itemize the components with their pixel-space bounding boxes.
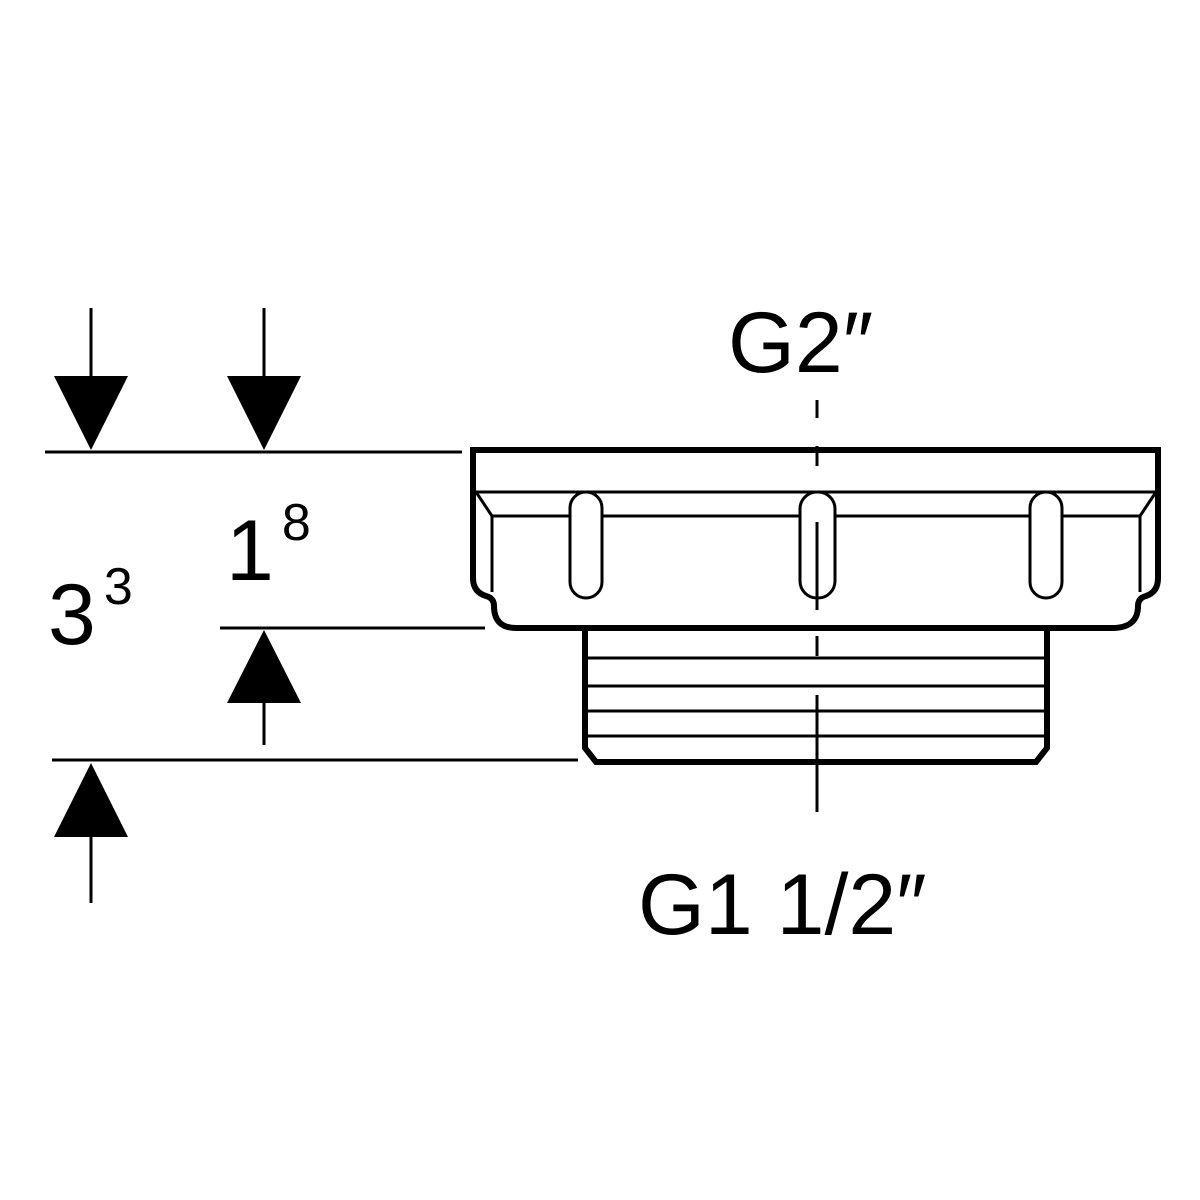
grip-slot <box>568 490 604 600</box>
dimension-superscript: 8 <box>281 494 311 552</box>
arrow-down-icon <box>227 376 301 450</box>
nut-body <box>470 447 1161 631</box>
grip-slot <box>1028 490 1064 600</box>
dimension-value: 3 <box>48 567 96 663</box>
top-thread-label: G2″ <box>728 295 874 391</box>
dimension-value: 1 <box>226 503 274 599</box>
dimension-superscript: 3 <box>103 558 133 616</box>
arrow-up-icon <box>227 630 301 703</box>
bottom-thread-label: G1 1/2″ <box>638 857 927 953</box>
arrow-up-icon <box>54 763 128 837</box>
arrow-down-icon <box>54 376 128 450</box>
